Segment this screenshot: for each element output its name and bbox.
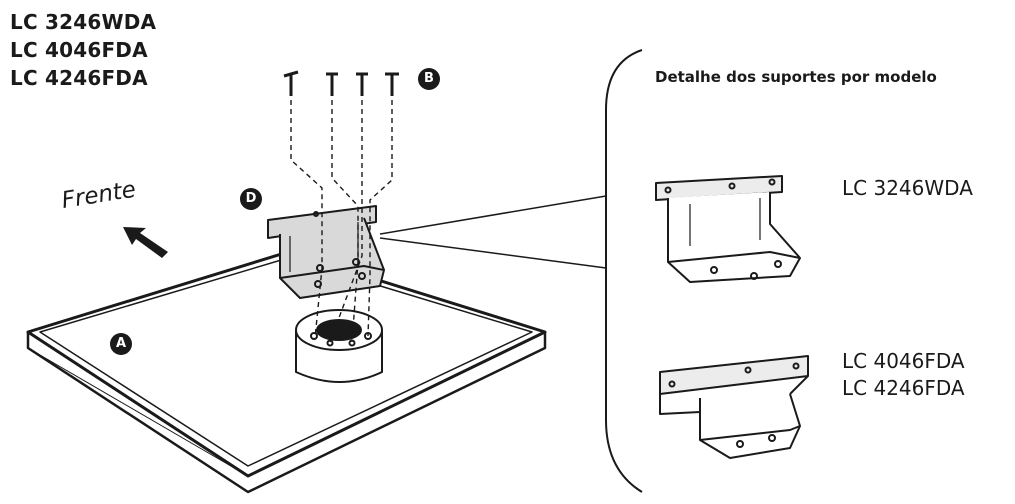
model-name: LC 4046FDA (10, 38, 148, 62)
stand-neck (295, 309, 383, 383)
badge-base-a: A (110, 333, 132, 355)
detail-model-name: LC 4046FDA (842, 349, 965, 373)
assembly-guides (290, 100, 393, 343)
detail-model-name: LC 4246FDA (842, 376, 965, 400)
model-name: LC 4246FDA (10, 66, 148, 90)
model-list: LC 3246WDA LC 4046FDA LC 4246FDA (10, 8, 156, 92)
detail-model-label-1: LC 3246WDA (842, 176, 973, 200)
badge-bracket-d: D (240, 188, 262, 210)
detail-bracket-lc4046fda (659, 355, 809, 459)
screws-b (283, 70, 399, 96)
detail-title: Detalhe dos suportes por modelo (655, 68, 937, 86)
model-name: LC 3246WDA (10, 10, 157, 34)
front-arrow (123, 227, 168, 258)
detail-model-label-2: LC 4046FDA LC 4246FDA (842, 348, 965, 402)
detail-bracket-lc3246wda (655, 175, 801, 283)
base-plate (26, 250, 547, 494)
callout (379, 49, 643, 493)
badge-screws-b: B (418, 68, 440, 90)
bracket-d (267, 205, 385, 299)
